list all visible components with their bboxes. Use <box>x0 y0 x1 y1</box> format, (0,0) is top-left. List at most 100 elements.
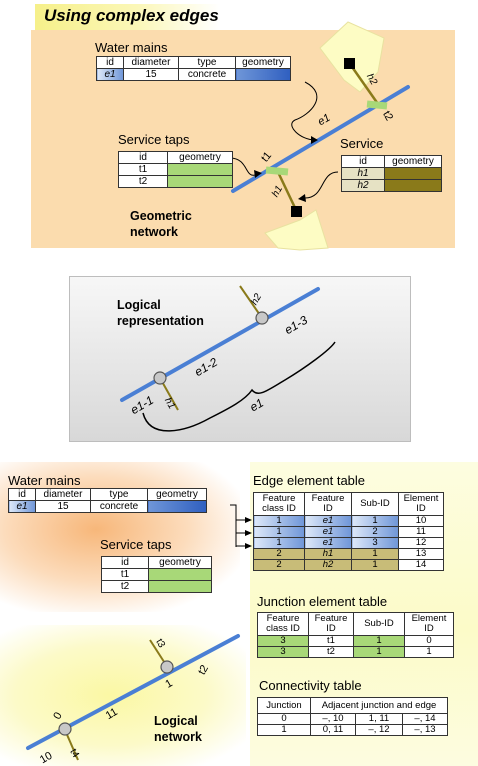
arrow-service-head <box>298 194 306 202</box>
sv-header-geometry: geometry <box>384 155 442 168</box>
edge-row: 1 e1 1 10 <box>253 515 444 527</box>
wm-header-geometry: geometry <box>235 56 291 69</box>
bl-water-mains-table: id diameter type geometry e1 15 concrete <box>8 488 207 513</box>
junction-header-sub-id: Sub-ID <box>353 612 405 636</box>
logical-representation-panel <box>69 276 411 442</box>
edge-cell: 1 <box>351 559 399 571</box>
sv-cell-h1-geometry <box>384 167 442 180</box>
wm-cell-geometry <box>235 68 291 81</box>
water-mains-label: Water mains <box>95 40 168 55</box>
junction-table-title: Junction element table <box>257 594 388 609</box>
junction-row: 3 t2 1 1 <box>257 646 454 658</box>
edge-table-title: Edge element table <box>253 473 366 488</box>
junction-cell: 0 <box>404 635 454 647</box>
bl-st-cell-t2-geometry <box>148 580 212 593</box>
bl-service-taps-label: Service taps <box>100 537 172 552</box>
bl-wm-header-geometry: geometry <box>147 488 207 501</box>
edge-cell: e1 <box>304 537 352 549</box>
edge-element-table: Feature class ID Feature ID Sub-ID Eleme… <box>253 492 444 571</box>
connectivity-table: Junction Adjacent junction and edge 0 –,… <box>257 697 448 736</box>
bl-wm-cell-id: e1 <box>8 500 36 513</box>
junction-cell: 1 <box>404 646 454 658</box>
edge-arrow-1 <box>245 517 252 523</box>
bl-service-taps-table: id geometry t1 t2 <box>101 556 212 593</box>
junction-header-feature-id: Feature ID <box>308 612 354 636</box>
ln-junction-1 <box>160 660 174 674</box>
edge-header-feature-id: Feature ID <box>304 492 352 516</box>
edge-cell: 10 <box>398 515 444 527</box>
connectivity-cell: –, 10 <box>310 713 356 725</box>
arrow-main-head <box>311 136 318 144</box>
wm-header-id: id <box>96 56 124 69</box>
connectivity-cell: 1, 11 <box>355 713 403 725</box>
edge-cell: 1 <box>351 548 399 560</box>
junction-element-table: Feature class ID Feature ID Sub-ID Eleme… <box>257 612 454 658</box>
edge-row: 2 h1 1 13 <box>253 548 444 560</box>
edge-cell: h1 <box>304 548 352 560</box>
geometric-network-label-1: Geometric <box>130 209 192 223</box>
edge-cell: 13 <box>398 548 444 560</box>
sv-cell-h2-geometry <box>384 179 442 192</box>
sv-cell-h2: h2 <box>341 179 385 192</box>
edge-header-element-id: Element ID <box>398 492 444 516</box>
edge-cell: 2 <box>253 548 305 560</box>
lr-junction-1 <box>153 371 167 385</box>
tap-t1-symbol <box>265 166 289 176</box>
logical-representation-label-1: Logical <box>117 298 161 312</box>
connectivity-row: 1 0, 11 –, 12 –, 13 <box>257 724 448 736</box>
connectivity-header-adjacent: Adjacent junction and edge <box>310 697 448 714</box>
bl-wm-cell-geometry <box>147 500 207 513</box>
service-table: id geometry h1 h2 <box>341 155 442 192</box>
title-highlight <box>35 4 220 32</box>
edge-cell: 3 <box>351 537 399 549</box>
junction-header-element-id: Element ID <box>404 612 454 636</box>
arrow-taps-head <box>254 170 262 178</box>
meter-top <box>344 58 355 69</box>
edge-row: 2 h2 1 14 <box>253 559 444 571</box>
lr-junction-2 <box>255 311 269 325</box>
junction-row: 3 t1 1 0 <box>257 635 454 647</box>
edge-row: 1 e1 2 11 <box>253 526 444 538</box>
tap-t2-symbol <box>366 100 388 110</box>
edge-cell: 2 <box>351 526 399 538</box>
connectivity-cell: –, 12 <box>355 724 403 736</box>
meter-bottom <box>291 206 302 217</box>
logical-representation-label-2: representation <box>117 314 204 328</box>
edge-cell: h2 <box>304 559 352 571</box>
arrow-taps <box>229 157 256 176</box>
connectivity-cell: 0 <box>257 713 311 725</box>
connectivity-table-title: Connectivity table <box>259 678 362 693</box>
edge-cell: e1 <box>304 515 352 527</box>
edge-cell: 12 <box>398 537 444 549</box>
edge-cell: 1 <box>253 515 305 527</box>
connectivity-cell: –, 13 <box>402 724 448 736</box>
service-line-h1 <box>276 171 299 213</box>
edge-cell: 1 <box>351 515 399 527</box>
connectivity-header-junction: Junction <box>257 697 311 714</box>
service-line-h2 <box>348 63 380 105</box>
junction-header-feature-class-id: Feature class ID <box>257 612 309 636</box>
bl-wm-cell-diameter: 15 <box>35 500 91 513</box>
service-taps-table: id geometry t1 t2 <box>118 151 233 188</box>
edge-cell: 1 <box>253 526 305 538</box>
junction-cell: 1 <box>353 646 405 658</box>
bl-water-mains-label: Water mains <box>8 473 81 488</box>
connectivity-row: 0 –, 10 1, 11 –, 14 <box>257 713 448 725</box>
logical-network-label-2: network <box>154 730 202 744</box>
building-top <box>319 21 385 93</box>
junction-cell: t2 <box>308 646 354 658</box>
page-title: Using complex edges <box>44 6 219 25</box>
edge-header-feature-class-id: Feature class ID <box>253 492 305 516</box>
edge-row: 1 e1 3 12 <box>253 537 444 549</box>
edge-arrow-3 <box>245 543 252 549</box>
st-cell-t1-geometry <box>167 163 233 176</box>
edge-cell: e1 <box>304 526 352 538</box>
connectivity-cell: –, 14 <box>402 713 448 725</box>
ln-junction-0 <box>58 722 72 736</box>
edge-cell: 11 <box>398 526 444 538</box>
wm-header-diameter: diameter <box>123 56 179 69</box>
arrow-service <box>304 171 339 199</box>
